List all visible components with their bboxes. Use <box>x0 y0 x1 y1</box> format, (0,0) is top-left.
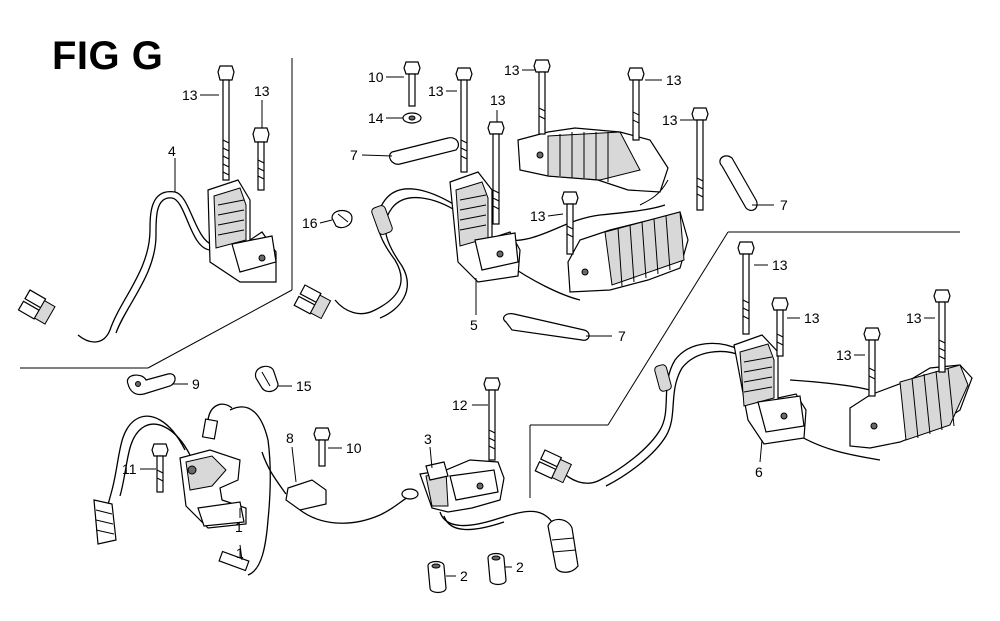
callout-13: 13 <box>182 87 198 103</box>
callout-2: 2 <box>516 559 524 575</box>
callout-10: 10 <box>368 69 384 85</box>
callout-10: 10 <box>346 440 362 456</box>
callout-12: 12 <box>452 397 468 413</box>
callout-7: 7 <box>350 147 358 163</box>
plate-7-c <box>502 313 590 341</box>
callout-9: 9 <box>192 376 200 392</box>
bolt-11 <box>151 443 169 493</box>
bolt-10-top <box>403 61 421 107</box>
plate-7-a <box>388 137 460 165</box>
leader-lines <box>140 69 935 577</box>
callout-3: 3 <box>424 431 432 447</box>
clamp-15 <box>254 365 279 393</box>
figure-title: FIG G <box>52 34 164 78</box>
clamp-16 <box>331 209 353 229</box>
bolt-12 <box>483 377 501 461</box>
callout-4: 4 <box>168 143 176 159</box>
connector-8 <box>285 479 327 511</box>
bolt-13-right <box>252 127 270 191</box>
bolt-10-bottom <box>313 427 331 467</box>
callout-labels: 13 13 4 10 14 7 13 13 13 13 13 7 16 13 5… <box>122 62 922 584</box>
ignition-coil-group-1 <box>93 365 279 576</box>
spacer-2-right <box>487 552 507 586</box>
callout-5: 5 <box>470 317 478 333</box>
callout-6: 6 <box>755 464 763 480</box>
callout-15: 15 <box>296 378 312 394</box>
bolt-13-g5f <box>561 191 579 255</box>
callout-13: 13 <box>804 310 820 326</box>
bolt-13-g5b <box>487 121 505 225</box>
bolt-13-g6c <box>863 327 881 397</box>
callout-13: 13 <box>490 92 506 108</box>
callout-16: 16 <box>302 215 318 231</box>
callout-13: 13 <box>504 62 520 78</box>
callout-2: 2 <box>460 568 468 584</box>
callout-7: 7 <box>780 197 788 213</box>
callout-13: 13 <box>836 347 852 363</box>
ignition-coil-group-3 <box>261 377 579 594</box>
callout-1: 1 <box>236 545 244 561</box>
callout-13: 13 <box>666 72 682 88</box>
bolt-13-left <box>217 65 235 181</box>
bolt-13-g5c <box>533 59 551 135</box>
bolt-13-g6a <box>737 241 755 335</box>
callout-13: 13 <box>906 310 922 326</box>
callout-14: 14 <box>368 110 384 126</box>
callout-13: 13 <box>254 83 270 99</box>
callout-7: 7 <box>618 328 626 344</box>
callout-13: 13 <box>772 257 788 273</box>
callout-13: 13 <box>428 83 444 99</box>
clamp-9 <box>126 373 176 396</box>
spacer-2-left <box>427 560 447 594</box>
bolt-13-g5e <box>691 107 709 211</box>
bolt-13-g6d <box>933 289 951 373</box>
callout-8: 8 <box>286 430 294 446</box>
plate-7-b <box>719 155 758 212</box>
bolt-13-g5d <box>627 67 645 141</box>
section-dividers <box>20 58 960 498</box>
bolt-13-g6b <box>771 297 789 357</box>
callout-1: 1 <box>235 519 243 535</box>
callout-13: 13 <box>662 112 678 128</box>
callout-13: 13 <box>530 208 546 224</box>
ignition-coil-group-4 <box>17 65 277 343</box>
ignition-coil-group-6 <box>534 241 973 487</box>
bolt-13-g5a <box>455 67 473 173</box>
ignition-coil-group-5 <box>293 59 758 341</box>
callout-11: 11 <box>122 461 137 477</box>
